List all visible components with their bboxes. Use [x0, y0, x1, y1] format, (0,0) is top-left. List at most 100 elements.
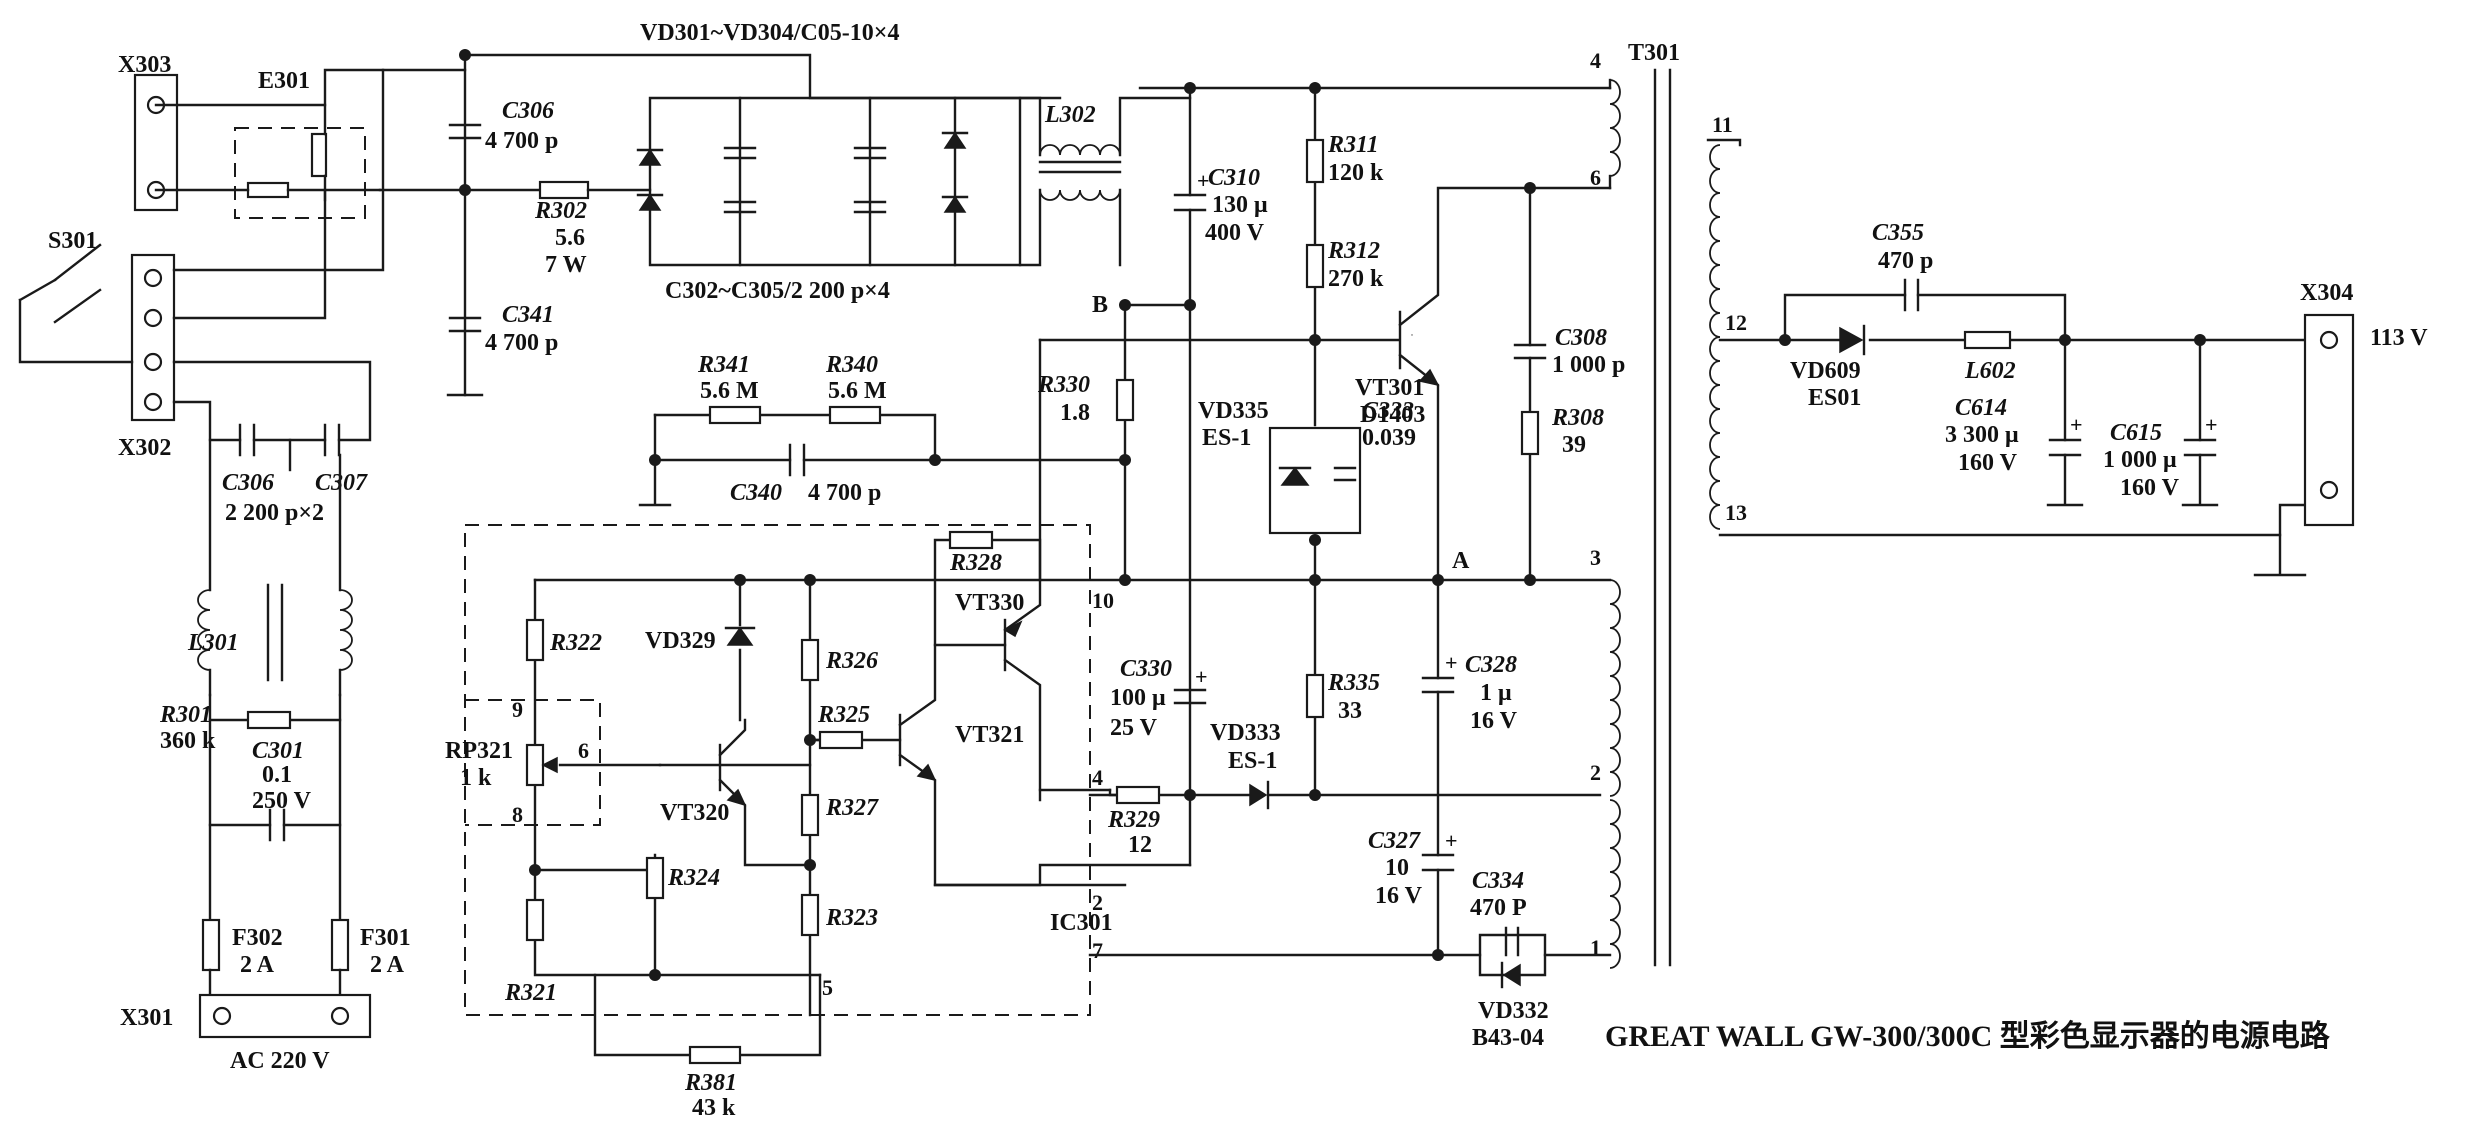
c333-name: C333 — [1362, 398, 1414, 424]
t301-primary-winding — [1609, 79, 1621, 177]
r329-value: 12 — [1128, 832, 1152, 858]
e301-element — [246, 181, 290, 199]
vt330-legs — [1003, 578, 1112, 792]
pin-t13: 13 — [1725, 500, 1747, 525]
c301-value1: 0.1 — [262, 762, 292, 788]
transformer-section: T301 4 6 3 2 1 + C328 1 μ 16 V + C327 10… — [1088, 40, 1680, 1051]
t301-label: T301 — [1628, 40, 1680, 66]
vd335-value: ES-1 — [1202, 425, 1251, 451]
node-a-label: A — [1452, 548, 1470, 574]
c334-value: 470 P — [1470, 895, 1527, 921]
vd335-diode — [1280, 466, 1310, 486]
c301-name: C301 — [252, 738, 304, 764]
vt301-name: VT301 — [1355, 375, 1424, 401]
t301-secondary-winding — [1709, 144, 1721, 530]
l302-name: L302 — [1044, 102, 1096, 128]
pin-t12: 12 — [1725, 310, 1747, 335]
r311-name: R311 — [1327, 132, 1379, 158]
pin-t2: 2 — [1590, 760, 1601, 785]
c355-plates — [1903, 278, 1920, 312]
r302-name: R302 — [534, 198, 587, 224]
vt301-base — [1038, 310, 1402, 370]
vd329-name: VD329 — [645, 628, 716, 654]
vt301-value: D1403 — [1360, 402, 1425, 428]
r335-value: 33 — [1338, 698, 1362, 724]
c310-plates — [1173, 193, 1207, 212]
pin-6: 6 — [578, 738, 589, 763]
vt321-name: VT321 — [955, 722, 1024, 748]
s301-switch-wiring — [18, 278, 134, 364]
r341-name: R341 — [697, 352, 750, 378]
ac-input-section: X303 E301 S301 X302 C306 C307 2 200 p×2 — [18, 52, 467, 1074]
r312-value: 270 k — [1328, 266, 1384, 292]
output-voltage-label: 113 V — [2370, 325, 2428, 351]
vd303-vd304-diodes — [943, 131, 967, 213]
vd609-name: VD609 — [1790, 358, 1861, 384]
r321-resistor — [525, 898, 545, 942]
pin-t3: 3 — [1590, 545, 1601, 570]
r323-name: R323 — [825, 905, 878, 931]
r302-value1: 5.6 — [555, 225, 585, 251]
c327-value2: 16 V — [1375, 883, 1423, 909]
r340-name: R340 — [825, 352, 878, 378]
r327-resistor — [800, 793, 820, 837]
c333-plates — [1333, 466, 1357, 482]
output-ground — [2253, 533, 2307, 577]
vd332-name: VD332 — [1478, 998, 1549, 1024]
pin-t6: 6 — [1590, 165, 1601, 190]
c614-plates — [2048, 438, 2082, 457]
t301-aux-winding — [1609, 799, 1621, 969]
rp321-name: RP321 — [445, 738, 513, 764]
r301-value: 360 k — [160, 728, 216, 754]
ic301-dashed-outline — [464, 524, 1091, 1016]
x304-label: X304 — [2300, 280, 2353, 306]
r328-name: R328 — [949, 550, 1002, 576]
r329-resistor — [1115, 785, 1161, 805]
r322-resistor — [525, 618, 545, 662]
bridge-label: VD301~VD304/C05-10×4 — [640, 20, 899, 46]
r327-name: R327 — [825, 795, 879, 821]
l301-coil-right — [339, 589, 353, 671]
diagram-caption: GREAT WALL GW-300/300C 型彩色显示器的电源电路 — [1605, 1020, 2331, 1053]
c341-name: C341 — [502, 302, 554, 328]
vd335-name: VD335 — [1198, 398, 1269, 424]
c327-value1: 10 — [1385, 855, 1409, 881]
c615-name: C615 — [2110, 420, 2162, 446]
r325-resistor — [818, 730, 864, 750]
r381-value: 43 k — [692, 1095, 736, 1121]
r308-value: 39 — [1562, 432, 1586, 458]
r340-value: 5.6 M — [828, 378, 887, 404]
vd333-diode — [1249, 783, 1268, 807]
r329-name: R329 — [1107, 807, 1160, 833]
bridge-caps-right — [853, 146, 887, 214]
pin-7: 7 — [1092, 938, 1103, 963]
c615-value2: 160 V — [2120, 475, 2180, 501]
c328-value2: 16 V — [1470, 708, 1518, 734]
ac-input-label: AC 220 V — [230, 1048, 330, 1074]
pin-5: 5 — [822, 975, 833, 1000]
r324-name: R324 — [667, 865, 720, 891]
s301-label: S301 — [48, 228, 97, 254]
f302-fuse — [201, 918, 221, 972]
l602-name: L602 — [1964, 358, 2016, 384]
r381-name: R381 — [684, 1070, 737, 1096]
r381-resistor — [688, 1045, 742, 1065]
c306b-name: C306 — [222, 470, 274, 496]
ic301-name: IC301 — [1050, 910, 1113, 936]
e301-dashed-box — [234, 127, 366, 219]
c340-plates — [788, 443, 806, 477]
pin-8: 8 — [512, 802, 523, 827]
c328-value1: 1 μ — [1480, 680, 1512, 706]
r311-value: 120 k — [1328, 160, 1384, 186]
c308-plates — [1513, 343, 1547, 360]
c615-plates — [2183, 438, 2217, 457]
c306-c307-plates — [238, 423, 341, 457]
bridge-caps-left — [723, 146, 757, 214]
c614-value1: 3 300 μ — [1945, 422, 2019, 448]
r301-name: R301 — [159, 702, 212, 728]
e301-element-vertical — [310, 132, 328, 178]
r335-resistor — [1305, 673, 1325, 719]
c306-value: 4 700 p — [485, 128, 558, 154]
r302-resistor — [538, 180, 590, 200]
